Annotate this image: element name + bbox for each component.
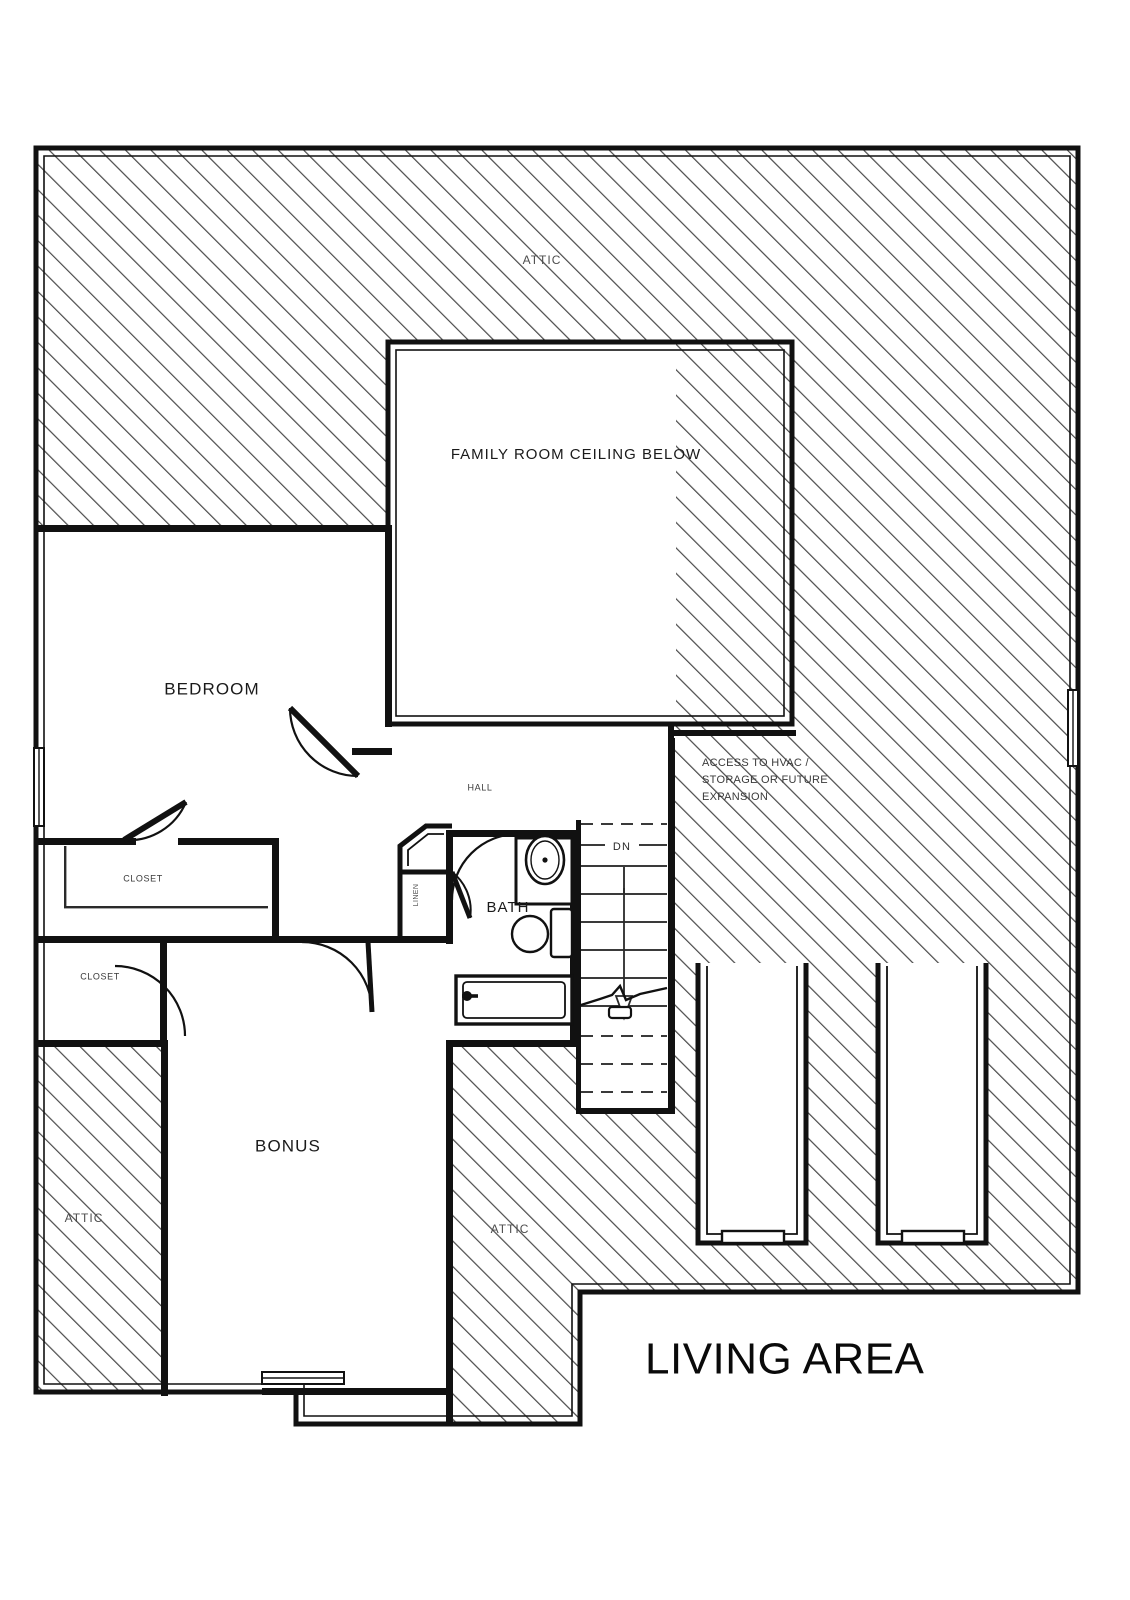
- building-outline-inner: [43, 155, 1071, 1417]
- door-bonus-leaf: [365, 941, 375, 1013]
- wall-bedroom-right-jog: [352, 748, 392, 755]
- plan-text-labels: BEDROOM BONUS BATH HALL CLOSET CLOSET LI…: [65, 253, 925, 1384]
- wall-bedroom-right-upper: [385, 525, 392, 727]
- room-label-closet-bedroom: CLOSET: [123, 873, 163, 883]
- page-title: LIVING AREA: [645, 1335, 925, 1384]
- linen-closet-angled-wall: [397, 823, 452, 872]
- attic-label-bottom-left: ATTIC: [65, 1211, 104, 1225]
- wall-stair-left: [576, 820, 581, 1114]
- wall-closet1-bottom: [36, 936, 316, 943]
- wall-bonus-bottom: [262, 1388, 452, 1395]
- window-bedroom-left: [33, 747, 45, 827]
- dormer-sills: [720, 1229, 966, 1245]
- wall-bath-bottom: [446, 1040, 576, 1047]
- windows: [33, 689, 1079, 1385]
- stair-break-line: [580, 983, 668, 1007]
- dormer-sill-right: [900, 1229, 966, 1245]
- dormer-sill-left: [720, 1229, 786, 1245]
- linen-closet-inner: [407, 833, 444, 866]
- closet1-rod-left: [64, 846, 67, 908]
- wall-hvac-left: [668, 724, 674, 738]
- door-closet1-leaf: [122, 799, 188, 843]
- window-bonus-bottom: [261, 1371, 345, 1385]
- room-label-linen: LINEN: [413, 884, 420, 907]
- attic-hatch-bonus-left: [36, 1046, 162, 1392]
- stair-dn-label: DN: [613, 841, 631, 853]
- room-label-bath: BATH: [487, 899, 530, 916]
- door-closet1-arc: [123, 801, 188, 842]
- window-right-attic: [1067, 689, 1079, 767]
- wall-closet2-bottom: [36, 1040, 166, 1047]
- wall-bonus-right: [446, 1040, 453, 1424]
- hvac-note-line-3: EXPANSION: [702, 791, 768, 803]
- bonus-flanking-attic: [36, 1046, 580, 1424]
- wall-bedroom-top: [36, 525, 392, 532]
- wall-closet1-right: [272, 838, 279, 940]
- closet1-shelf-line: [64, 906, 268, 909]
- wall-stair-right: [668, 738, 675, 1114]
- door-bath-arc: [450, 832, 519, 901]
- exterior-walls: [33, 145, 1081, 1427]
- wall-closet1-top-left: [36, 838, 136, 845]
- dormer-recess-left: [695, 963, 809, 1246]
- vanity-sink-drain: [542, 857, 548, 863]
- linen-closet-inner-line: [407, 833, 444, 866]
- attic-label-top: ATTIC: [523, 253, 562, 267]
- stair-dn-label-backdrop: [605, 839, 639, 854]
- stair-dashed-lines: [581, 823, 667, 1093]
- wall-bath-left: [446, 834, 453, 944]
- linen-closet-body: [397, 869, 452, 938]
- room-label-hall: HALL: [468, 782, 493, 792]
- dormer-recesses: [695, 963, 989, 1246]
- stair-newel-post: [607, 1005, 633, 1020]
- dormer-recess-right: [875, 963, 989, 1246]
- door-linen-leaf: [449, 871, 473, 919]
- wall-closet2-right: [160, 943, 167, 1043]
- interior-walls: [36, 525, 796, 1424]
- attic-hatch-bonus-mid: [452, 1046, 580, 1424]
- wall-stair-bottom: [576, 1108, 674, 1114]
- family-room-ceiling-below-label: FAMILY ROOM CEILING BELOW: [451, 446, 701, 463]
- bathtub-inner: [462, 981, 566, 1019]
- family-room-box-inner: [395, 349, 785, 717]
- room-label-bedroom: BEDROOM: [164, 679, 260, 698]
- wall-bath-right: [570, 830, 577, 1046]
- wall-hvac-bottom: [668, 730, 796, 736]
- hvac-note-line-1: ACCESS TO HVAC /: [702, 757, 810, 769]
- door-bedroom-leaf: [287, 705, 361, 779]
- toilet-tank-icon: [549, 907, 574, 959]
- title-area-fill: [580, 1296, 1120, 1596]
- door-closet2-arc: [114, 964, 187, 1037]
- door-linen-arc: [451, 871, 472, 919]
- toilet-bowl-icon: [510, 914, 550, 954]
- doors: [114, 705, 519, 1037]
- linen-closet: [397, 823, 452, 938]
- wall-hall-bottom-2: [388, 936, 450, 943]
- wall-hall-bottom: [300, 936, 392, 943]
- hvac-note-line-2: STORAGE OR FUTURE: [702, 774, 828, 786]
- bath-fixtures: [454, 834, 574, 1026]
- staircase: [580, 823, 668, 1093]
- attic-label-bottom-mid: ATTIC: [491, 1222, 530, 1236]
- exterior-wall-inner-line: [43, 155, 1071, 1417]
- room-label-bonus: BONUS: [255, 1136, 321, 1155]
- door-bedroom-arc: [288, 707, 359, 778]
- wall-closet1-top-right: [178, 838, 278, 845]
- bonus-fill: [168, 1040, 452, 1396]
- wall-bonus-left: [161, 1040, 168, 1396]
- stair-shaft-fill-2: [580, 820, 672, 1112]
- room-label-closet-bonus: CLOSET: [80, 971, 120, 981]
- building-outline: [33, 145, 1081, 1427]
